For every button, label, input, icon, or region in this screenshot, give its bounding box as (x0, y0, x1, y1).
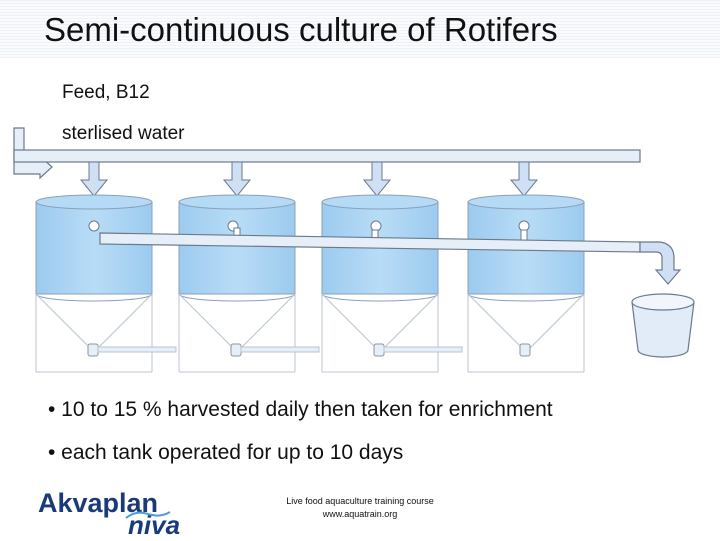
tank-4 (467, 161, 585, 373)
harvest-arrow (639, 241, 682, 285)
page-title: Semi-continuous culture of Rotifers (44, 11, 558, 48)
inlet-arrow-1 (79, 161, 109, 197)
footer: Live food aquaculture training course ww… (250, 495, 470, 521)
logo-wave-icon (125, 511, 171, 519)
footer-course: Live food aquaculture training course (286, 496, 434, 506)
collection-bucket (631, 293, 695, 358)
culture-diagram (13, 127, 695, 373)
title-band (0, 0, 720, 58)
supply-pipe (13, 127, 641, 180)
bullet-duration: • each tank operated for up to 10 days (48, 441, 404, 464)
inlet-arrow-2 (222, 161, 252, 197)
akvaplan-niva-logo: Akvaplan niva (36, 488, 236, 541)
drain-lines (97, 346, 463, 353)
water-label: sterlised water (62, 123, 185, 144)
inlet-arrow-3 (362, 161, 392, 197)
inlet-arrow-4 (509, 161, 539, 197)
tank-2 (178, 161, 296, 373)
harvest-pipe (99, 232, 682, 285)
tank-1 (35, 161, 153, 373)
feed-label: Feed, B12 (62, 82, 150, 103)
tank-3 (321, 161, 439, 373)
bullet-harvest: • 10 to 15 % harvested daily then taken … (48, 398, 553, 421)
footer-url: www.aquatrain.org (322, 509, 398, 519)
